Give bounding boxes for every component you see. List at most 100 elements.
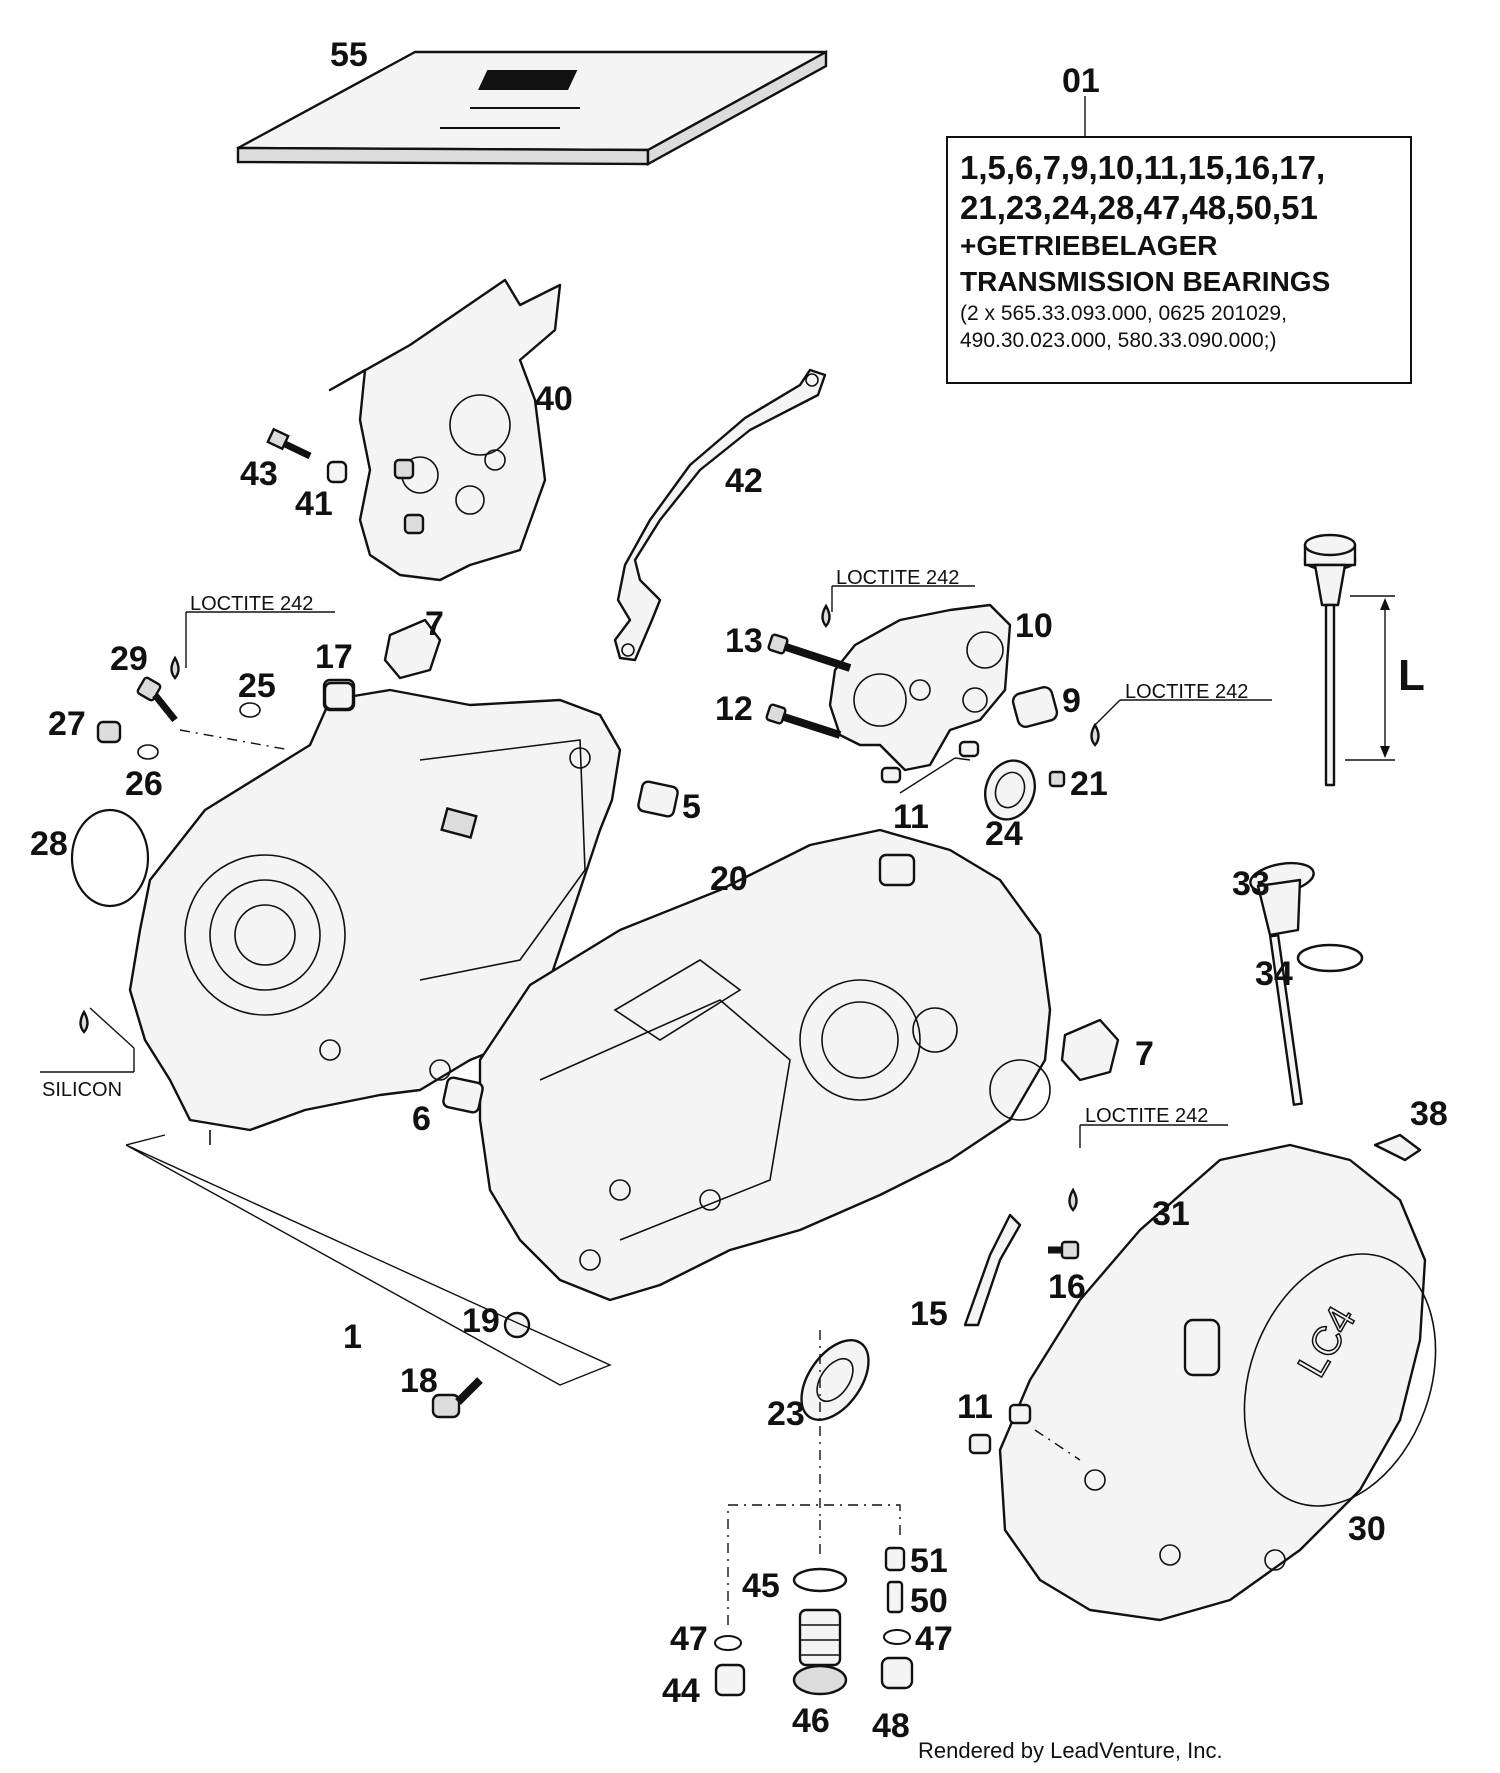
screw-21: [1048, 770, 1066, 788]
callout-47b: 47: [915, 1620, 953, 1658]
bearing-bracket: [828, 603, 1012, 772]
callout-44: 44: [662, 1672, 700, 1710]
plug-19: [503, 1311, 531, 1339]
manual-book: [236, 49, 828, 167]
callout-46: 46: [792, 1702, 830, 1740]
kit-spec-line-1: (2 x 565.33.093.000, 0625 201029,: [960, 302, 1287, 325]
plug-44: [714, 1663, 746, 1697]
kit-label-german: +GETRIEBELAGER: [960, 230, 1218, 261]
sleeve-51: [884, 1546, 906, 1572]
bolt-18: [431, 1377, 483, 1419]
clutch-cover: LC4: [998, 1143, 1437, 1622]
callout-11a: 11: [893, 798, 929, 836]
dowel-11a: [958, 740, 980, 758]
callout-42: 42: [725, 462, 763, 500]
callout-55: 55: [330, 36, 368, 74]
shaft-seal-23: [800, 1339, 870, 1421]
dowel-11b: [880, 766, 902, 784]
bush-5: [637, 780, 679, 818]
leader-lines: [40, 96, 1272, 1625]
callout-18: 18: [400, 1362, 438, 1400]
callout-45: 45: [742, 1567, 780, 1605]
sleeve-41: [326, 460, 348, 484]
dipstick: [1303, 533, 1395, 787]
callout-31: 31: [1152, 1195, 1190, 1233]
sprocket-cover: [328, 278, 562, 582]
callout-30: 30: [1348, 1510, 1386, 1548]
callout-5: 5: [682, 788, 701, 826]
kit-spec-line-2: 490.30.023.000, 580.33.090.000;): [960, 329, 1277, 352]
callout-11b: 11: [957, 1388, 993, 1426]
bush-6: [442, 1076, 484, 1114]
sleeve-17: [323, 681, 355, 711]
bracket-38: [1373, 1133, 1422, 1162]
callout-26: 26: [125, 765, 163, 803]
callout-9: 9: [1062, 682, 1081, 720]
callout-34: 34: [1255, 955, 1293, 993]
callout-01: 01: [1062, 62, 1100, 100]
oil-filler-plug: [1249, 861, 1315, 1106]
kit-contents-box: 1,5,6,7,9,10,11,15,16,17, 21,23,24,28,47…: [946, 136, 1412, 384]
right-crankcase: [478, 828, 1052, 1302]
oil-screen-46: [792, 1608, 848, 1696]
callout-10: 10: [1015, 607, 1053, 645]
callout-51: 51: [910, 1542, 948, 1580]
callout-40: 40: [535, 380, 573, 418]
washer-47a: [714, 1635, 742, 1651]
callout-25: 25: [238, 667, 276, 705]
washer-26: [137, 744, 159, 760]
callout-7b: 7: [1135, 1035, 1154, 1073]
callout-15: 15: [910, 1295, 948, 1333]
washer-47b: [883, 1629, 911, 1645]
o-ring-45: [792, 1567, 848, 1593]
callout-16: 16: [1048, 1268, 1086, 1306]
callout-6: 6: [412, 1100, 431, 1138]
sealant-drops: [79, 603, 1100, 1212]
screw-29: [136, 676, 178, 723]
dimension-l: L: [1398, 651, 1425, 700]
callout-28: 28: [30, 825, 68, 863]
assembly-notes: LOCTITE 242 LOCTITE 242 LOCTITE 242 LOCT…: [42, 567, 1248, 1127]
callout-48: 48: [872, 1707, 910, 1745]
kit-parts-line-1: 1,5,6,7,9,10,11,15,16,17,: [960, 149, 1326, 186]
bearing-bush-7a: [383, 618, 442, 680]
clamp-15: [963, 1213, 1022, 1327]
bolt-43: [266, 427, 312, 460]
plug-27: [96, 720, 122, 744]
loctite-note-cover: LOCTITE 242: [1085, 1105, 1208, 1127]
callout-23: 23: [767, 1395, 805, 1433]
plug-48: [880, 1656, 914, 1690]
gasket-28: [70, 808, 150, 908]
callout-33: 33: [1232, 865, 1270, 903]
shaft-seal-24: [984, 759, 1036, 821]
callout-43: 43: [240, 455, 278, 493]
callout-27: 27: [48, 705, 86, 743]
callout-20: 20: [710, 860, 748, 898]
bearing-bush-7b: [1060, 1018, 1120, 1082]
o-ring-34: [1296, 943, 1364, 973]
callout-13: 13: [725, 622, 763, 660]
render-credit: Rendered by LeadVenture, Inc.: [918, 1738, 1223, 1763]
callout-7a: 7: [425, 605, 444, 643]
dowel-11d: [968, 1433, 992, 1455]
loctite-note-bracket: LOCTITE 242: [836, 567, 959, 589]
needle-bearing-9: [1011, 686, 1059, 728]
callout-50: 50: [910, 1582, 948, 1620]
callout-19: 19: [462, 1302, 500, 1340]
loctite-note-left: LOCTITE 242: [190, 593, 313, 615]
callout-24: 24: [985, 815, 1023, 853]
callout-29: 29: [110, 640, 148, 678]
callout-21: 21: [1070, 765, 1108, 803]
chain-guide-bar: [613, 368, 827, 662]
spring-50: [886, 1580, 904, 1614]
callout-labels: 55 01 40 43 41 42 29 25 17 7 27 26 28 13…: [30, 36, 1448, 1745]
callout-38: 38: [1410, 1095, 1448, 1133]
callout-17: 17: [315, 638, 353, 676]
dowel-11c: [1008, 1403, 1032, 1425]
silicon-note: SILICON: [42, 1079, 122, 1101]
washer-25: [239, 702, 261, 718]
screw-16: [1048, 1240, 1080, 1260]
kit-parts-line-2: 21,23,24,28,47,48,50,51: [960, 189, 1318, 226]
callout-1: 1: [343, 1318, 362, 1356]
